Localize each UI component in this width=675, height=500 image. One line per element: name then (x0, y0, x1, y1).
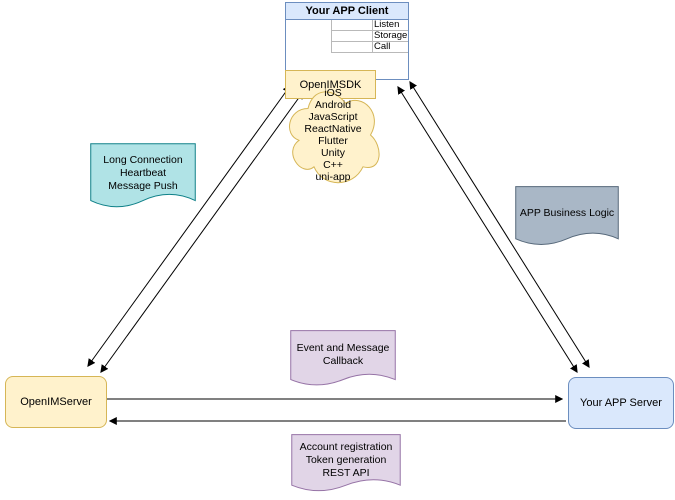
openimserver-node: OpenIMServer (5, 376, 107, 428)
document-shape (290, 330, 396, 392)
arrow-openimsdk-openimserver-2 (100, 91, 304, 373)
note-text: Event and Message Callback (296, 342, 390, 367)
platforms-cloud: iOS Android JavaScript ReactNative Flutt… (283, 82, 383, 188)
your-app-server-node: Your APP Server (568, 377, 674, 429)
client-body: Listen Storage Call OpenIMSDK (285, 20, 408, 99)
client-interface-listen: Listen (331, 20, 408, 31)
note-app-business-logic: APP Business Logic (515, 186, 619, 252)
document-shape (291, 434, 401, 498)
note-text: Account registration Token generation RE… (299, 440, 393, 479)
client-interface-call: Call (331, 42, 408, 53)
arrow-openimsdk-openimserver-1 (87, 85, 291, 367)
your-app-client-node: Your APP Client Listen Storage Call Open… (285, 2, 409, 99)
client-grid-line (331, 20, 332, 53)
platforms-list: iOS Android JavaScript ReactNative Flutt… (304, 87, 362, 183)
client-grid-line (372, 20, 373, 53)
note-text: Long Connection Heartbeat Message Push (103, 153, 183, 192)
note-long-connection: Long Connection Heartbeat Message Push (90, 143, 196, 215)
client-title: Your APP Client (286, 3, 408, 20)
note-text: APP Business Logic (519, 206, 615, 219)
note-event-callback: Event and Message Callback (290, 330, 396, 392)
client-interface-storage: Storage (331, 31, 408, 42)
client-interface-rows: Listen Storage Call (331, 20, 408, 53)
note-rest-api: Account registration Token generation RE… (291, 434, 401, 498)
